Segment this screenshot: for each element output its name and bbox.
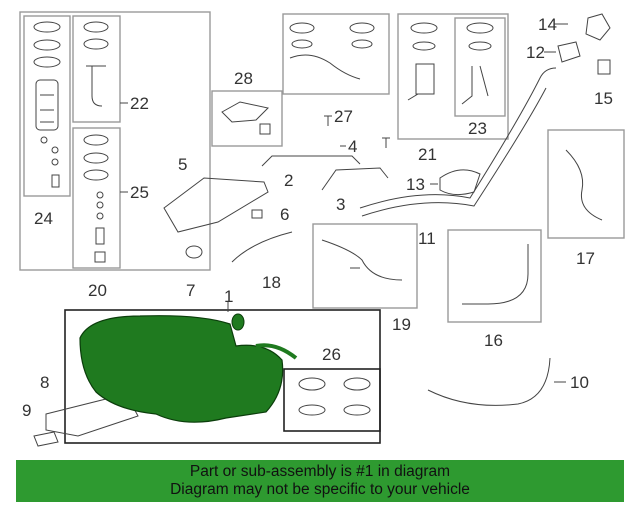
- callout-26: 26: [322, 345, 341, 364]
- callout-6: 6: [280, 205, 289, 224]
- callout-10: 10: [570, 373, 589, 392]
- callout-3: 3: [336, 195, 345, 214]
- part-17: [565, 149, 603, 221]
- leader-lines: [120, 23, 568, 383]
- part-24-items: [33, 21, 61, 188]
- callout-9: 9: [22, 401, 31, 420]
- part-14-12-15: [557, 13, 611, 75]
- callout-13: 13: [406, 175, 425, 194]
- part-21-23: [407, 22, 494, 105]
- callout-16: 16: [484, 331, 503, 350]
- callout-25: 25: [130, 183, 149, 202]
- part-16: [462, 244, 529, 305]
- part-6-bolt: [251, 209, 263, 219]
- callout-14: 14: [538, 15, 557, 34]
- callout-15: 15: [594, 89, 613, 108]
- callout-1: 1: [224, 287, 233, 306]
- disclaimer-banner: Part or sub-assembly is #1 in diagram Di…: [16, 460, 624, 502]
- fuel-tank: [79, 315, 284, 423]
- callout-5: 5: [178, 155, 187, 174]
- box-26: [283, 368, 381, 432]
- part-4-bolts: [324, 115, 390, 148]
- part-13: [439, 169, 481, 196]
- box-17: [547, 129, 625, 239]
- box-21: [397, 13, 509, 140]
- box-20: [19, 11, 211, 271]
- callout-17: 17: [576, 249, 595, 268]
- part-9: [33, 431, 59, 447]
- callout-23: 23: [468, 119, 487, 138]
- box-16: [447, 229, 542, 323]
- box-27: [282, 13, 390, 95]
- box-19: [312, 223, 418, 309]
- fuel-tank-highlight: [79, 313, 298, 423]
- callout-20: 20: [88, 281, 107, 300]
- box-24: [23, 15, 71, 197]
- part-28: [221, 101, 271, 135]
- part-7-clip: [185, 245, 203, 259]
- callout-24: 24: [34, 209, 53, 228]
- callout-12: 12: [526, 43, 545, 62]
- part-10: [427, 357, 551, 406]
- fuel-tank-vent: [255, 343, 298, 360]
- callout-2: 2: [284, 171, 293, 190]
- callout-4: 4: [348, 137, 357, 156]
- part-27: [289, 22, 375, 80]
- part-18-hose: [231, 231, 293, 263]
- fuel-tank-opening: [231, 313, 245, 331]
- box-28: [211, 90, 283, 147]
- box-22: [72, 15, 121, 123]
- callout-19: 19: [392, 315, 411, 334]
- callout-labels: 1 2 3 4 5 6 7 8 9 10 11 12 13 14 15 16 1…: [22, 15, 613, 420]
- part-26-rings: [298, 377, 371, 416]
- callout-18: 18: [262, 273, 281, 292]
- banner-line-1: Part or sub-assembly is #1 in diagram: [189, 463, 451, 480]
- box-23: [454, 17, 506, 117]
- callout-7: 7: [186, 281, 195, 300]
- banner-line-2: Diagram may not be specific to your vehi…: [170, 481, 470, 498]
- callout-27: 27: [334, 107, 353, 126]
- callout-22: 22: [130, 94, 149, 113]
- part-5-shield: [163, 177, 269, 233]
- part-2-3-straps: [261, 155, 389, 191]
- part-25-items: [83, 134, 109, 263]
- part-19-harness: [321, 239, 403, 281]
- callout-8: 8: [40, 373, 49, 392]
- callout-11: 11: [418, 229, 436, 248]
- group-boxes: [19, 11, 625, 444]
- callout-21: 21: [418, 145, 437, 164]
- part-22-items: [83, 21, 109, 107]
- box-25: [72, 127, 121, 269]
- part-11-fill-pipe: [359, 67, 557, 217]
- callout-28: 28: [234, 69, 253, 88]
